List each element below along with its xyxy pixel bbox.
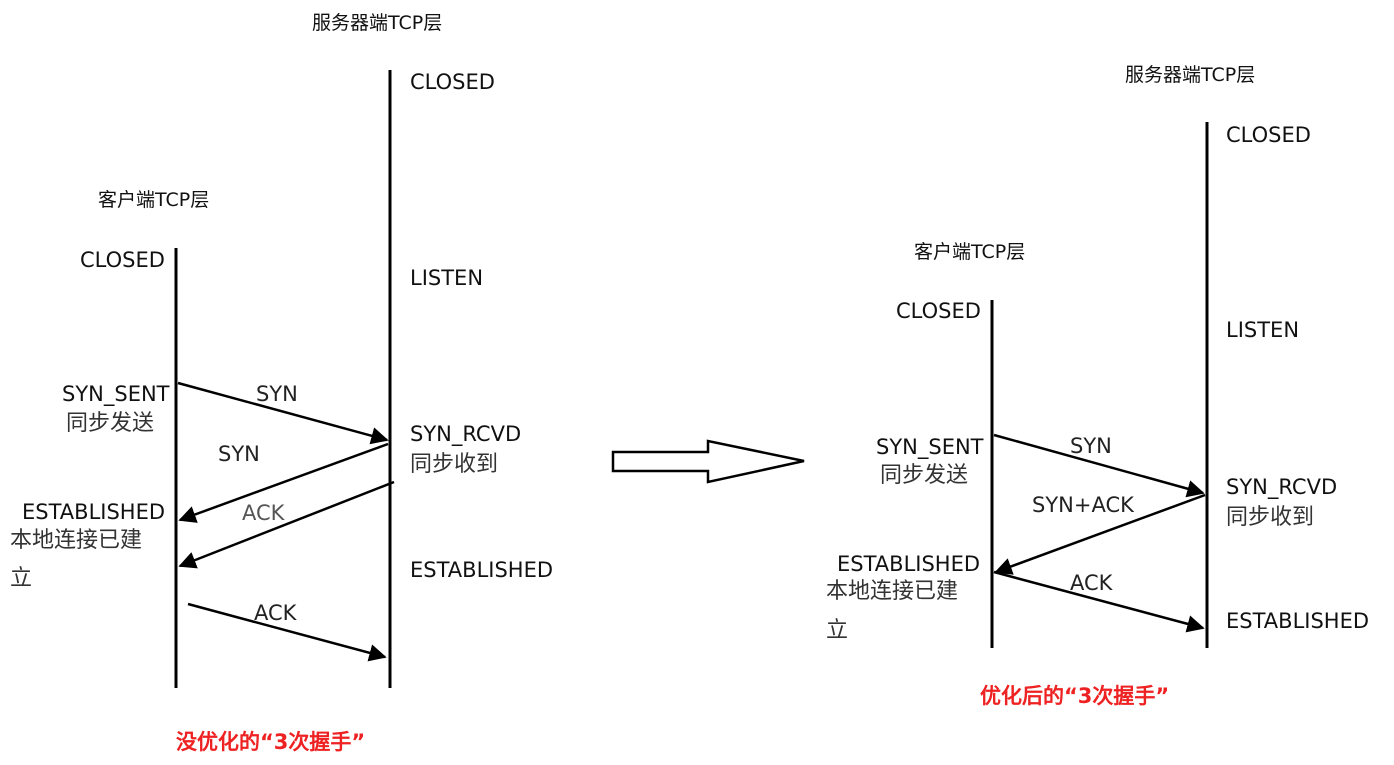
left-server-syn-rcvd: SYN_RCVD — [410, 422, 522, 446]
right-client-syn-sent: SYN_SENT — [876, 435, 984, 459]
right-arrow-syn — [993, 433, 1205, 498]
right-msg-syn: SYN — [1070, 434, 1112, 458]
left-client-established-zh-1: 本地连接已建 — [10, 528, 143, 553]
left-client-established-zh-2: 立 — [10, 566, 33, 591]
left-client-closed: CLOSED — [80, 248, 165, 272]
right-client-title: 客户端TCP层 — [914, 241, 1026, 263]
right-msg-ack: ACK — [1070, 571, 1113, 595]
left-server-closed: CLOSED — [410, 70, 495, 94]
left-msg-ack: ACK — [254, 601, 297, 625]
right-arrow-ack — [993, 570, 1205, 633]
left-arrow-syn — [177, 381, 389, 445]
transition-arrow — [611, 439, 805, 484]
right-client-closed: CLOSED — [896, 299, 981, 323]
left-arrow-syn-reply — [178, 442, 389, 523]
right-client-syn-sent-zh: 同步发送 — [880, 463, 969, 488]
right-caption: 优化后的“3次握手” — [980, 684, 1170, 708]
left-server-title: 服务器端TCP层 — [312, 12, 443, 34]
right-server-established: ESTABLISHED — [1226, 609, 1370, 633]
right-client-established-zh-1: 本地连接已建 — [826, 579, 959, 604]
left-arrow-ack — [187, 602, 387, 662]
right-server-syn-rcvd: SYN_RCVD — [1226, 475, 1338, 499]
left-server-listen: LISTEN — [410, 266, 484, 290]
left-msg-ack-reply: ACK — [242, 501, 285, 525]
right-client-established: ESTABLISHED — [837, 552, 981, 576]
left-client-title: 客户端TCP层 — [98, 189, 210, 211]
right-msg-syn-ack: SYN+ACK — [1032, 493, 1134, 517]
left-caption: 没优化的“3次握手” — [176, 730, 366, 754]
right-server-title: 服务器端TCP层 — [1125, 64, 1256, 86]
left-server-established: ESTABLISHED — [410, 558, 554, 582]
left-client-established: ESTABLISHED — [22, 500, 166, 524]
left-msg-syn-reply: SYN — [218, 442, 260, 466]
left-client-syn-sent-zh: 同步发送 — [66, 411, 155, 436]
right-server-listen: LISTEN — [1226, 318, 1300, 342]
left-client-syn-sent: SYN_SENT — [62, 382, 170, 406]
right-client-established-zh-2: 立 — [826, 618, 849, 643]
right-arrow-syn-ack — [994, 493, 1206, 575]
left-server-syn-rcvd-zh: 同步收到 — [410, 452, 499, 477]
right-server-closed: CLOSED — [1226, 123, 1311, 147]
left-msg-syn: SYN — [256, 382, 298, 406]
left-arrow-ack-reply — [178, 480, 395, 569]
right-server-syn-rcvd-zh: 同步收到 — [1226, 505, 1315, 530]
